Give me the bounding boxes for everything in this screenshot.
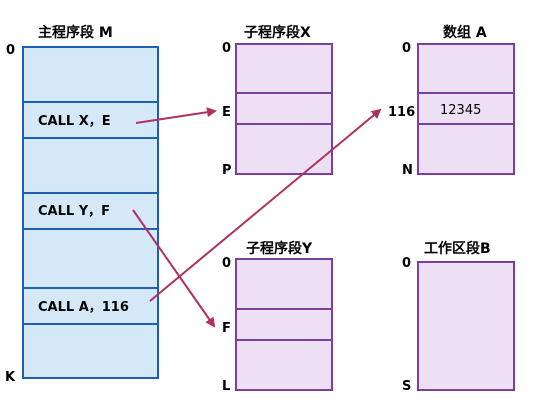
seg-y-title: 子程序段Y xyxy=(246,240,313,257)
main-segment-title: 主程序段 M xyxy=(38,24,113,41)
call-cell-a xyxy=(22,287,159,325)
main-end-address: K xyxy=(5,370,16,385)
main-start-address: 0 xyxy=(6,43,15,58)
work-b-title: 工作区段B xyxy=(424,240,491,257)
seg-y-end-address: L xyxy=(222,379,230,394)
seg-x-box xyxy=(235,43,333,175)
arrow-call-a-to-116 xyxy=(149,108,382,302)
seg-x-end-address: P xyxy=(222,163,232,178)
call-x-label: CALL X，E xyxy=(38,114,111,129)
seg-x-entry-address: E xyxy=(222,105,231,120)
work-b-box xyxy=(417,261,515,391)
call-a-label: CALL A，116 xyxy=(38,300,129,315)
arrow-call-x-to-e xyxy=(135,107,217,124)
call-cell-y xyxy=(22,192,159,230)
seg-y-box xyxy=(235,258,333,391)
seg-y-entry-address: F xyxy=(222,321,231,336)
call-cell-x xyxy=(22,101,159,139)
work-b-start-address: 0 xyxy=(402,256,411,271)
array-a-title: 数组 A xyxy=(443,24,487,41)
array-a-value: 12345 xyxy=(440,103,481,118)
call-y-label: CALL Y，F xyxy=(38,204,110,219)
array-a-box xyxy=(417,43,515,175)
seg-x-start-address: 0 xyxy=(222,41,231,56)
seg-x-title: 子程序段X xyxy=(244,24,311,41)
array-a-start-address: 0 xyxy=(402,41,411,56)
array-a-end-address: N xyxy=(402,163,413,178)
array-a-entry-address: 116 xyxy=(388,105,415,120)
arrow-call-y-to-f xyxy=(132,209,216,328)
work-b-end-address: S xyxy=(402,379,411,394)
seg-y-start-address: 0 xyxy=(222,256,231,271)
